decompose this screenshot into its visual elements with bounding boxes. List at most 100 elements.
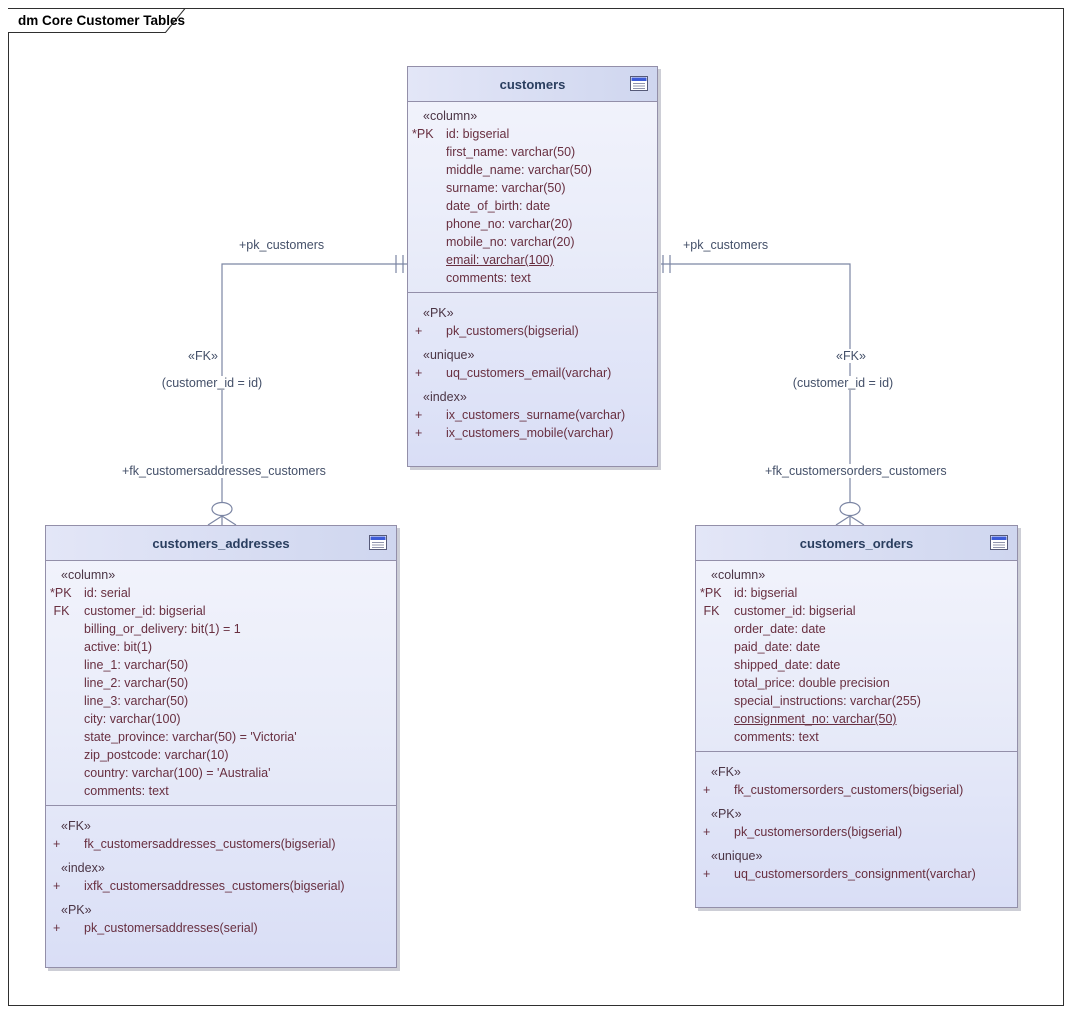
frame-tab xyxy=(8,8,187,33)
column-row[interactable]: shipped_date: date xyxy=(696,656,1017,674)
operation-row[interactable]: «PK» xyxy=(408,304,657,322)
table-document-icon xyxy=(369,535,387,550)
column-text: consignment_no: varchar(50) xyxy=(734,712,897,726)
operation-row[interactable]: «FK» xyxy=(46,817,396,835)
column-row[interactable]: surname: varchar(50) xyxy=(408,179,657,197)
connector-customers-orders-line[interactable] xyxy=(658,263,851,502)
column-row[interactable]: date_of_birth: date xyxy=(408,197,657,215)
column-row[interactable]: middle_name: varchar(50) xyxy=(408,161,657,179)
table-header[interactable]: customers_orders xyxy=(696,526,1017,560)
column-row[interactable]: email: varchar(100) xyxy=(408,251,657,269)
operation-text: «unique» xyxy=(423,348,475,362)
column-row[interactable]: line_2: varchar(50) xyxy=(46,674,396,692)
table-header[interactable]: customers xyxy=(408,67,657,101)
column-row[interactable]: billing_or_delivery: bit(1) = 1 xyxy=(46,620,396,638)
column-row[interactable]: mobile_no: varchar(20) xyxy=(408,233,657,251)
visibility-prefix: + xyxy=(415,408,423,422)
column-text: active: bit(1) xyxy=(84,640,153,654)
column-row[interactable]: active: bit(1) xyxy=(46,638,396,656)
column-row[interactable]: first_name: varchar(50) xyxy=(408,143,657,161)
column-text: total_price: double precision xyxy=(734,676,890,690)
crows-foot-icon xyxy=(207,515,237,526)
operation-row[interactable]: «unique» xyxy=(696,847,1017,865)
operation-row[interactable]: «FK» xyxy=(696,763,1017,781)
operation-text: «FK» xyxy=(61,819,91,833)
operations-compartment: «PK» +pk_customers(bigserial) «unique» +… xyxy=(408,292,657,466)
operations-compartment: «FK» +fk_customersorders_customers(bigse… xyxy=(696,751,1017,907)
column-text: surname: varchar(50) xyxy=(446,181,566,195)
frame-title: dm Core Customer Tables xyxy=(18,13,186,28)
operation-text: «PK» xyxy=(711,807,742,821)
column-row[interactable]: zip_postcode: varchar(10) xyxy=(46,746,396,764)
operation-row[interactable]: +fk_customersaddresses_customers(bigseri… xyxy=(46,835,396,853)
operation-row[interactable]: «index» xyxy=(46,859,396,877)
operation-row[interactable]: + ix_customers_mobile(varchar) xyxy=(408,424,657,442)
operation-row[interactable]: +pk_customersaddresses(serial) xyxy=(46,919,396,937)
operation-text: pk_customersorders(bigserial) xyxy=(734,825,903,839)
operation-row[interactable]: +ixfk_customersaddresses_customers(bigse… xyxy=(46,877,396,895)
table-title: customers_addresses xyxy=(152,535,290,551)
one-mandatory-ticks-icon xyxy=(395,255,404,273)
table-title: customers xyxy=(499,76,566,92)
columns-stereotype: «column» xyxy=(423,109,478,123)
column-row[interactable]: consignment_no: varchar(50) xyxy=(696,710,1017,728)
column-row[interactable]: city: varchar(100) xyxy=(46,710,396,728)
visibility-prefix: + xyxy=(703,867,711,881)
key-prefix: *PK xyxy=(412,127,434,141)
connector-customers-addresses-line[interactable] xyxy=(221,263,407,502)
column-row[interactable]: phone_no: varchar(20) xyxy=(408,215,657,233)
operation-row[interactable]: «PK» xyxy=(696,805,1017,823)
operation-text: ix_customers_mobile(varchar) xyxy=(446,426,614,440)
operation-row[interactable]: +pk_customersorders(bigserial) xyxy=(696,823,1017,841)
operation-text: «index» xyxy=(61,861,105,875)
operation-row[interactable]: «PK» xyxy=(46,901,396,919)
column-row[interactable]: comments: text xyxy=(696,728,1017,746)
operation-row[interactable]: +ix_customers_surname(varchar) xyxy=(408,406,657,424)
column-row[interactable]: country: varchar(100) = 'Australia' xyxy=(46,764,396,782)
column-row[interactable]: state_province: varchar(50) = 'Victoria' xyxy=(46,728,396,746)
column-row[interactable]: line_1: varchar(50) xyxy=(46,656,396,674)
column-text: paid_date: date xyxy=(734,640,821,654)
column-row[interactable]: order_date: date xyxy=(696,620,1017,638)
table-header[interactable]: customers_addresses xyxy=(46,526,396,560)
connector-condition-label: (customer_id = id) xyxy=(790,376,896,390)
column-row[interactable]: special_instructions: varchar(255) xyxy=(696,692,1017,710)
operations-compartment: «FK» +fk_customersaddresses_customers(bi… xyxy=(46,805,396,967)
column-row[interactable]: comments: text xyxy=(408,269,657,287)
visibility-prefix: + xyxy=(703,783,711,797)
connector-target-role-label: +fk_customersaddresses_customers xyxy=(120,464,328,478)
visibility-prefix: + xyxy=(415,426,423,440)
operation-row[interactable]: «unique» xyxy=(408,346,657,364)
operation-row[interactable]: +pk_customers(bigserial) xyxy=(408,322,657,340)
one-mandatory-ticks-icon xyxy=(662,255,671,273)
connector-source-role-label: +pk_customers xyxy=(237,238,327,252)
column-row[interactable]: total_price: double precision xyxy=(696,674,1017,692)
operation-row[interactable]: +fk_customersorders_customers(bigserial) xyxy=(696,781,1017,799)
column-text: line_2: varchar(50) xyxy=(84,676,189,690)
column-text: comments: text xyxy=(84,784,169,798)
column-row[interactable]: line_3: varchar(50) xyxy=(46,692,396,710)
operation-text: fk_customersaddresses_customers(bigseria… xyxy=(84,837,336,851)
connector-source-role-label: +pk_customers xyxy=(681,238,771,252)
operation-text: pk_customersaddresses(serial) xyxy=(84,921,258,935)
column-text: zip_postcode: varchar(10) xyxy=(84,748,229,762)
operation-row[interactable]: +uq_customersorders_consignment(varchar) xyxy=(696,865,1017,883)
column-row[interactable]: paid_date: date xyxy=(696,638,1017,656)
operation-row[interactable]: «index» xyxy=(408,388,657,406)
connector-stereotype-label: «FK» xyxy=(834,349,868,363)
column-text: customer_id: bigserial xyxy=(84,604,206,618)
key-prefix: *PK xyxy=(50,586,72,600)
operation-row[interactable]: +uq_customers_email(varchar) xyxy=(408,364,657,382)
column-row[interactable]: comments: text xyxy=(46,782,396,800)
